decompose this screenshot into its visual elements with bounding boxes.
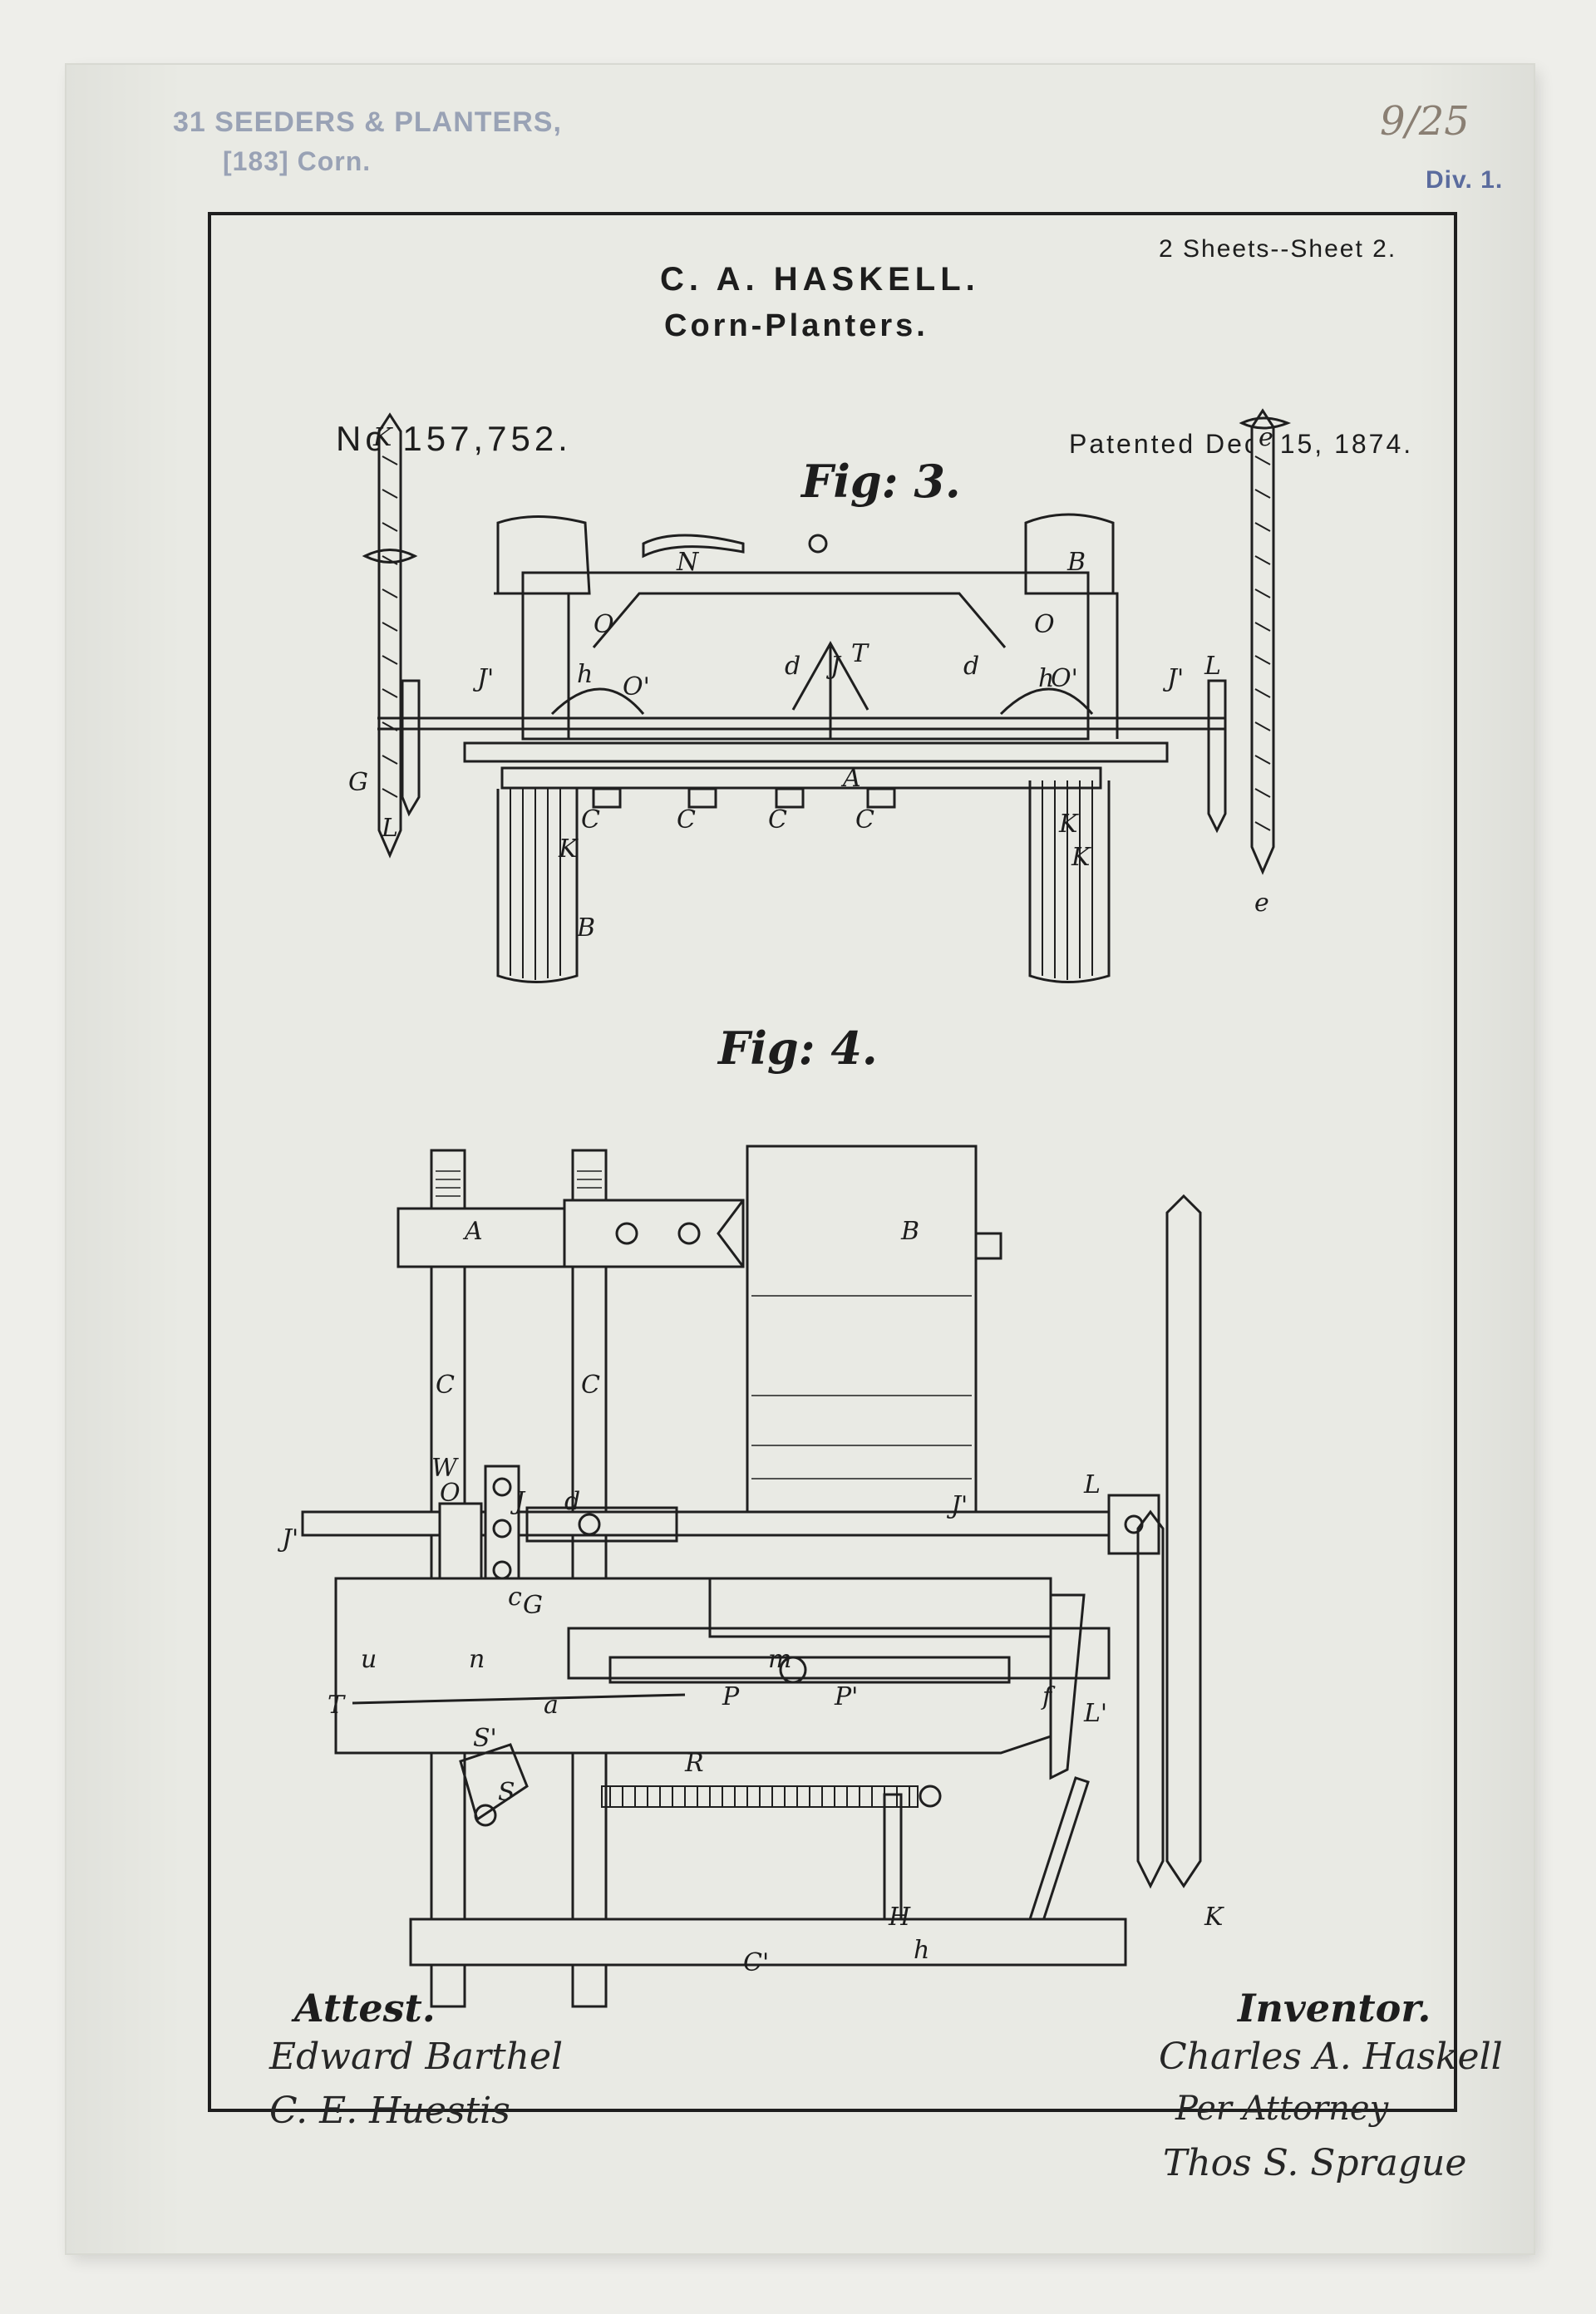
- fig4-ref-letter: L': [1084, 1699, 1108, 1728]
- sheet-number: 2 Sheets--Sheet 2.: [1159, 235, 1397, 263]
- division-stamp: Div. 1.: [1426, 166, 1504, 194]
- fig4-ref-letter: B: [901, 1217, 920, 1246]
- fig4-ref-letter: C: [436, 1371, 455, 1400]
- fig4-ref-letter: O: [440, 1479, 461, 1508]
- inventor-signature: Charles A. Haskell: [1159, 2036, 1503, 2078]
- fig4-ref-letter: J': [282, 1524, 299, 1553]
- fig3-ref-letter: O: [594, 610, 614, 639]
- fig4-ref-letter: G: [523, 1591, 543, 1620]
- patent-date: Patented Dec. 15, 1874.: [1069, 429, 1414, 459]
- drawing-frame: 2 Sheets--Sheet 2. C. A. HASKELL. Corn-P…: [208, 212, 1503, 2184]
- fig4-ref-letter: u: [361, 1645, 377, 1674]
- fig4-ref-letter: J: [515, 1487, 525, 1516]
- fig4-ref-letter: m: [768, 1645, 792, 1674]
- fig4-ref-letter: K: [1204, 1903, 1224, 1932]
- patent-sheet: 31 SEEDERS & PLANTERS, [183] Corn. Div. …: [66, 65, 1534, 2253]
- fig4-ref-letter: d: [564, 1487, 581, 1516]
- fig3-drawing: [362, 408, 1292, 983]
- fig3-ref-letter: K: [1071, 843, 1091, 872]
- fig4-ref-letter: R: [685, 1749, 704, 1778]
- attorney-signature: Thos S. Sprague: [1163, 2142, 1467, 2184]
- invention-title: Corn-Planters.: [664, 308, 929, 343]
- fig4-ref-letter: T: [328, 1691, 345, 1720]
- classification-stamp: 31 SEEDERS & PLANTERS,: [173, 106, 562, 138]
- fig3-ref-letter: C: [855, 805, 874, 835]
- fig3-ref-letter: e: [1259, 423, 1273, 452]
- attest-heading: Attest.: [294, 1986, 436, 2031]
- fig3-ref-letter: K: [559, 835, 578, 864]
- fig3-ref-letter: C: [677, 805, 696, 835]
- fig4-ref-letter: a: [544, 1691, 559, 1720]
- fig4-ref-letter: P': [835, 1682, 859, 1711]
- fig4-ref-letter: f: [1042, 1682, 1052, 1711]
- fig3-ref-letter: J': [477, 664, 495, 693]
- fig4-ref-letter: A: [465, 1217, 483, 1246]
- fig4-ref-letter: P: [722, 1682, 740, 1711]
- fig4-ref-letter: h: [914, 1936, 930, 1965]
- subclass-stamp: [183] Corn.: [223, 146, 372, 176]
- fig3-ref-letter: T: [851, 639, 869, 668]
- fig3-ref-letter: N: [677, 548, 699, 577]
- fig4-ref-letter: C: [581, 1371, 600, 1400]
- inventor-heading: Inventor.: [1238, 1986, 1431, 2031]
- fig3-ref-letter: L: [382, 814, 398, 843]
- pencil-note: 9/25: [1380, 98, 1470, 145]
- inventor-name-heading: C. A. HASKELL.: [660, 261, 980, 298]
- fig3-ref-letter: d: [785, 652, 801, 681]
- fig3-ref-letter: L: [1204, 652, 1221, 681]
- fig3-ref-letter: B: [1067, 548, 1086, 577]
- fig4-ref-letter: J': [951, 1491, 968, 1520]
- fig3-ref-letter: K: [373, 423, 392, 452]
- fig4-ref-letter: L: [1084, 1470, 1101, 1499]
- fig3-ref-letter: J': [1167, 664, 1185, 693]
- fig3-ref-letter: C: [768, 805, 787, 835]
- fig3-ref-letter: O': [1051, 664, 1078, 693]
- fig3-ref-letter: h: [577, 660, 594, 689]
- witness-signature-2: C. E. Huestis: [269, 2090, 510, 2132]
- fig4-ref-letter: n: [469, 1645, 485, 1674]
- fig3-ref-letter: O: [1034, 610, 1055, 639]
- fig3-label: Fig: 3.: [801, 455, 961, 508]
- fig3-ref-letter: K: [1059, 810, 1078, 839]
- fig3-ref-letter: e: [1254, 889, 1269, 918]
- witness-signature-1: Edward Barthel: [269, 2036, 564, 2078]
- patent-number: No.157,752.: [336, 419, 572, 458]
- fig3-ref-letter: O': [623, 672, 650, 702]
- fig4-ref-letter: c: [508, 1583, 522, 1612]
- fig3-ref-letter: J: [830, 652, 841, 681]
- fig3-ref-letter: h: [1038, 664, 1055, 693]
- fig4-ref-letter: H: [889, 1903, 911, 1932]
- fig4-drawing: [301, 1145, 1202, 2008]
- fig3-ref-letter: d: [963, 652, 980, 681]
- fig4-ref-letter: S': [473, 1724, 497, 1753]
- fig3-ref-letter: B: [577, 913, 596, 943]
- fig4-ref-letter: W: [431, 1454, 457, 1483]
- fig3-ref-letter: A: [843, 764, 861, 793]
- fig3-ref-letter: C: [581, 805, 600, 835]
- fig4-label: Fig: 4.: [718, 1022, 878, 1075]
- fig4-ref-letter: C': [743, 1948, 770, 1977]
- fig4-ref-letter: S: [498, 1778, 515, 1807]
- fig3-ref-letter: G: [348, 768, 368, 797]
- per-attorney-text: Per Attorney: [1175, 2090, 1389, 2128]
